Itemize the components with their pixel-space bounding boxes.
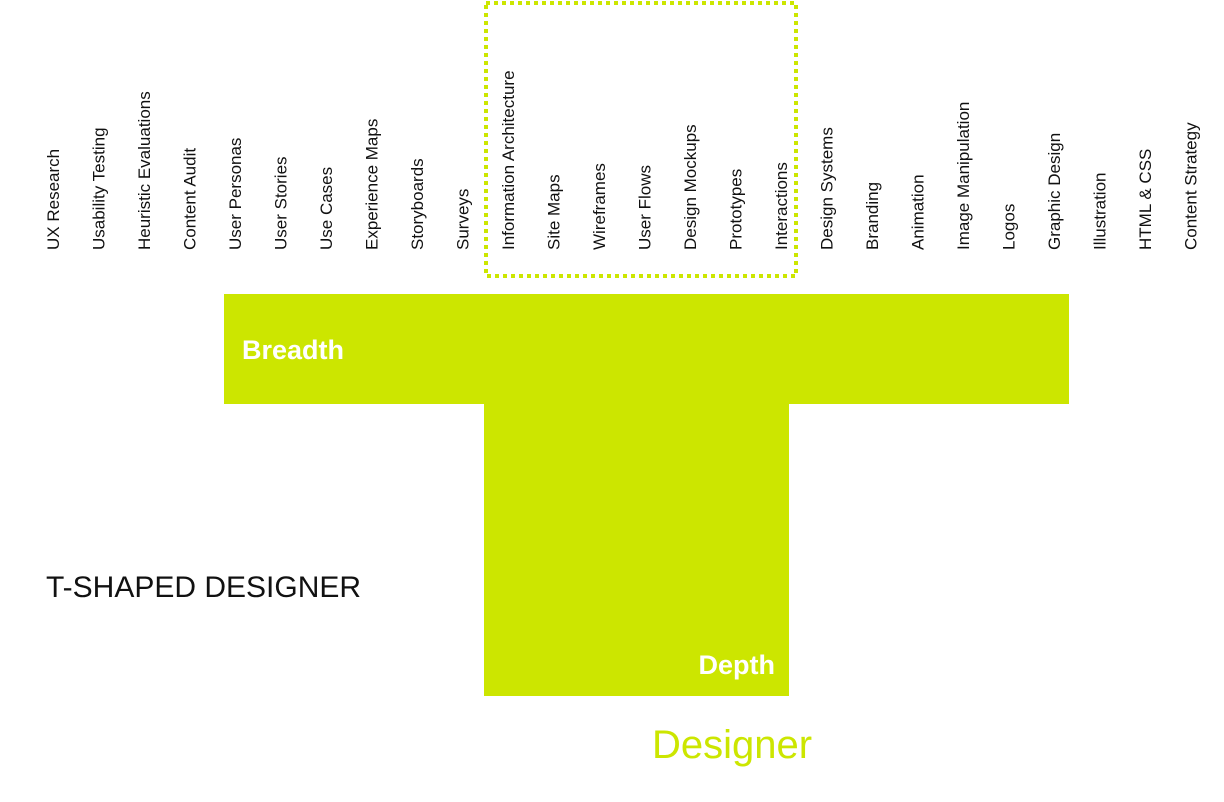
skills-labels: UX Research Usability Testing Heuristic Ev…: [44, 70, 1201, 250]
skill-label: Surveys: [454, 189, 473, 250]
skill-label: Use Cases: [317, 167, 336, 250]
skill-label: UX Research: [44, 149, 63, 250]
skill-label: Information Architecture: [499, 70, 518, 250]
breadth-bar: [224, 294, 1069, 404]
skill-label: Branding: [863, 182, 882, 250]
skill-label: Prototypes: [727, 169, 746, 250]
skill-label: Graphic Design: [1045, 133, 1064, 250]
depth-skills-highlight-box: [484, 1, 798, 278]
skill-label: Animation: [909, 174, 928, 250]
skill-label: Logos: [1000, 204, 1019, 250]
skill-label: User Personas: [226, 138, 245, 250]
skill-label: Design Mockups: [681, 124, 700, 250]
skill-label: Content Strategy: [1182, 122, 1201, 250]
skill-label: HTML & CSS: [1136, 149, 1155, 250]
skill-label: Experience Maps: [363, 119, 382, 250]
skill-label: Storyboards: [408, 158, 427, 250]
skill-label: User Stories: [272, 156, 291, 250]
skill-label: Illustration: [1091, 173, 1110, 250]
skill-label: Site Maps: [545, 174, 564, 250]
breadth-label: Breadth: [242, 335, 344, 365]
skill-label: Wireframes: [590, 163, 609, 250]
skill-label: User Flows: [636, 165, 655, 250]
skill-label: Heuristic Evaluations: [135, 91, 154, 250]
skill-label: Content Audit: [181, 148, 200, 250]
skill-label: Interactions: [772, 162, 791, 250]
skill-label: Image Manipulation: [954, 102, 973, 250]
depth-label: Depth: [699, 650, 776, 680]
depth-bar: [484, 400, 789, 696]
designer-label: Designer: [652, 723, 812, 767]
skill-label: Usability Testing: [90, 127, 109, 250]
diagram-title: T-SHAPED DESIGNER: [46, 571, 361, 604]
skill-label: Design Systems: [818, 127, 837, 250]
